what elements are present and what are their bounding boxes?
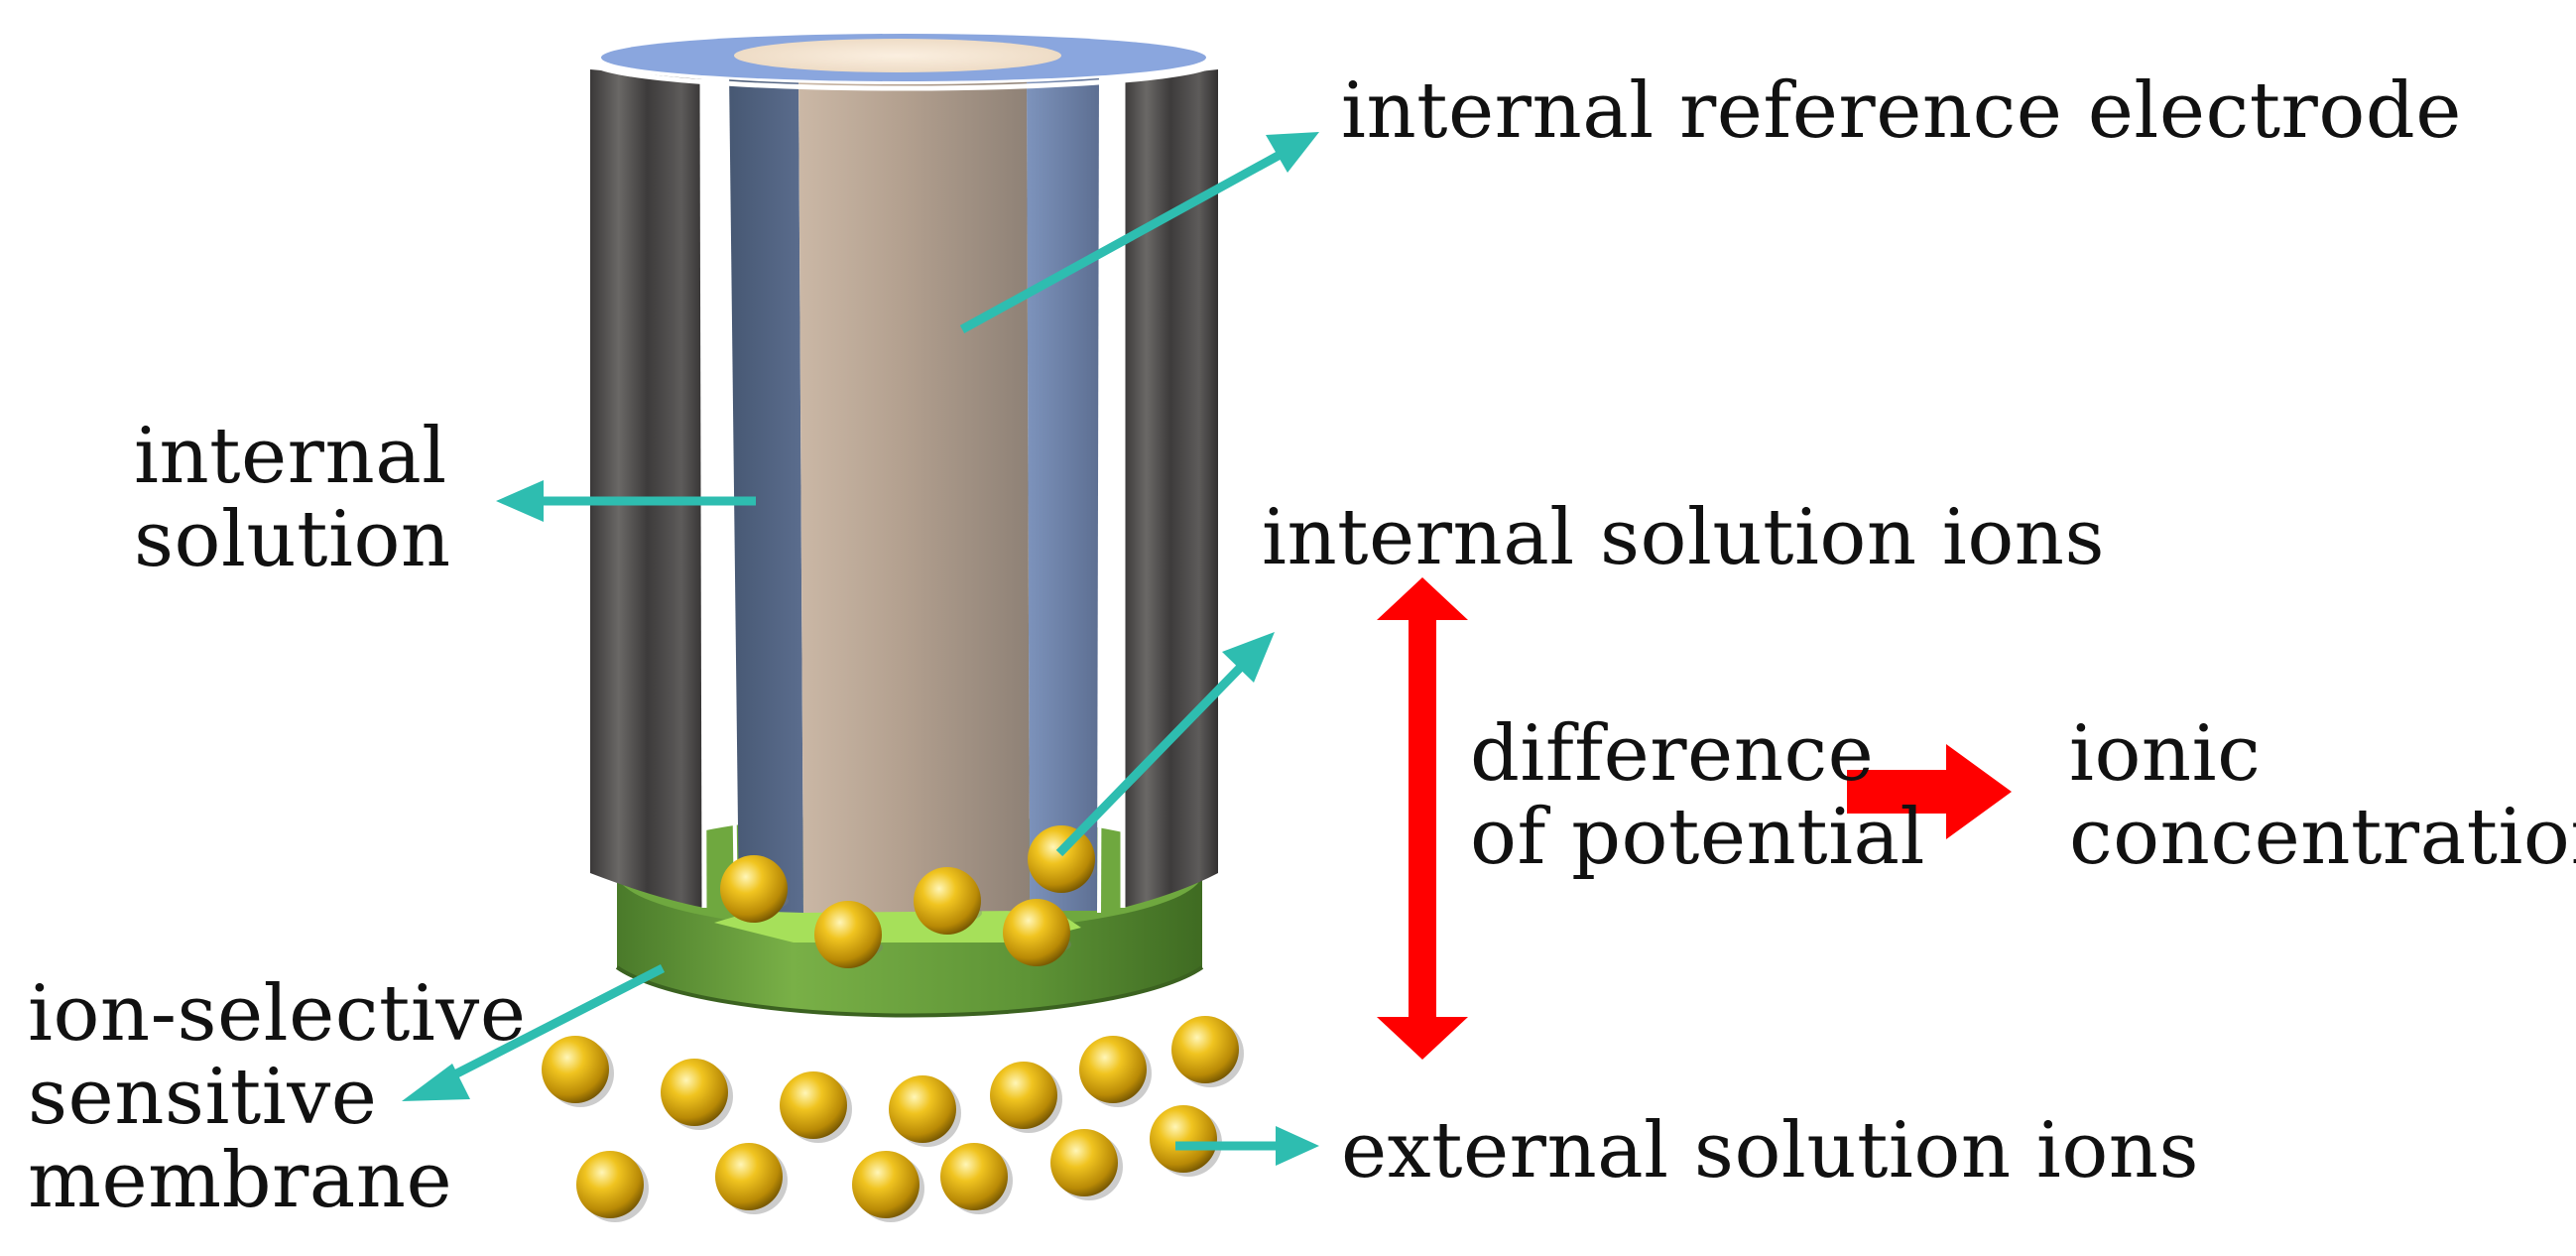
- external-ions: [542, 1016, 1244, 1222]
- label-line: difference: [1470, 709, 1875, 799]
- cylinder-top: [590, 29, 1217, 91]
- outer-wall-left: [590, 69, 704, 908]
- pointer-arrows: [402, 132, 1319, 1166]
- pointer-arrow-internal-ions: [1055, 632, 1275, 857]
- internal-solution-right: [1027, 71, 1099, 911]
- label-text: internal solution ions: [1262, 493, 2106, 582]
- ion-icon: [1171, 1016, 1244, 1087]
- outer-wall-right: [1123, 69, 1218, 908]
- ion-icon: [780, 1071, 852, 1143]
- potential-double-arrow: [1377, 577, 1468, 1060]
- label-line: ionic: [2069, 709, 2262, 799]
- label-line: concentration: [2069, 793, 2576, 882]
- label-ion-selective-membrane: ion-selective sensitive membrane: [28, 972, 527, 1222]
- label-text: external solution ions: [1341, 1106, 2200, 1195]
- label-line: sensitive: [28, 1053, 378, 1142]
- label-line: internal: [134, 412, 447, 501]
- ion-icon: [661, 1059, 733, 1130]
- label-line: membrane: [28, 1136, 453, 1225]
- ion-icon: [1028, 825, 1096, 893]
- pointer-arrow-reference-electrode: [959, 132, 1319, 333]
- relation-arrow: [1847, 744, 2012, 839]
- internal-reference-electrode: [798, 60, 1030, 913]
- ion-icon: [940, 1143, 1013, 1214]
- ion-icon: [814, 901, 883, 968]
- pointer-arrow-internal-solution: [496, 480, 756, 522]
- label-external-solution-ions: external solution ions: [1341, 1109, 2199, 1193]
- internal-solution-left: [729, 71, 803, 913]
- ion-icon: [715, 1143, 788, 1214]
- pointer-arrow-membrane: [402, 963, 666, 1101]
- ion-icon: [720, 855, 789, 923]
- ion-icon: [542, 1036, 614, 1107]
- ion-icon: [1003, 899, 1071, 966]
- label-line: ion-selective: [28, 969, 527, 1059]
- ion-icon: [1050, 1129, 1123, 1200]
- electrode-cylinder: [590, 29, 1218, 1018]
- ion-icon: [852, 1151, 924, 1222]
- label-internal-solution-ions: internal solution ions: [1262, 496, 2105, 579]
- pointer-arrow-external-ions: [1175, 1126, 1319, 1166]
- ion-icon: [914, 867, 982, 935]
- ion-icon: [889, 1075, 961, 1147]
- label-internal-solution: internal solution: [134, 415, 451, 581]
- label-line: solution: [134, 495, 451, 584]
- ion-icon: [1079, 1036, 1152, 1107]
- ion-icon: [576, 1151, 649, 1222]
- label-ionic-concentration: ionic concentration: [2069, 712, 2576, 879]
- label-difference-of-potential: difference of potential: [1470, 712, 1925, 879]
- label-text: internal reference electrode: [1341, 66, 2462, 156]
- label-internal-reference-electrode: internal reference electrode: [1341, 69, 2462, 153]
- ion-icon: [1150, 1105, 1222, 1177]
- label-line: of potential: [1470, 793, 1925, 882]
- internal-ions: [720, 825, 1096, 968]
- ion-icon: [990, 1062, 1062, 1133]
